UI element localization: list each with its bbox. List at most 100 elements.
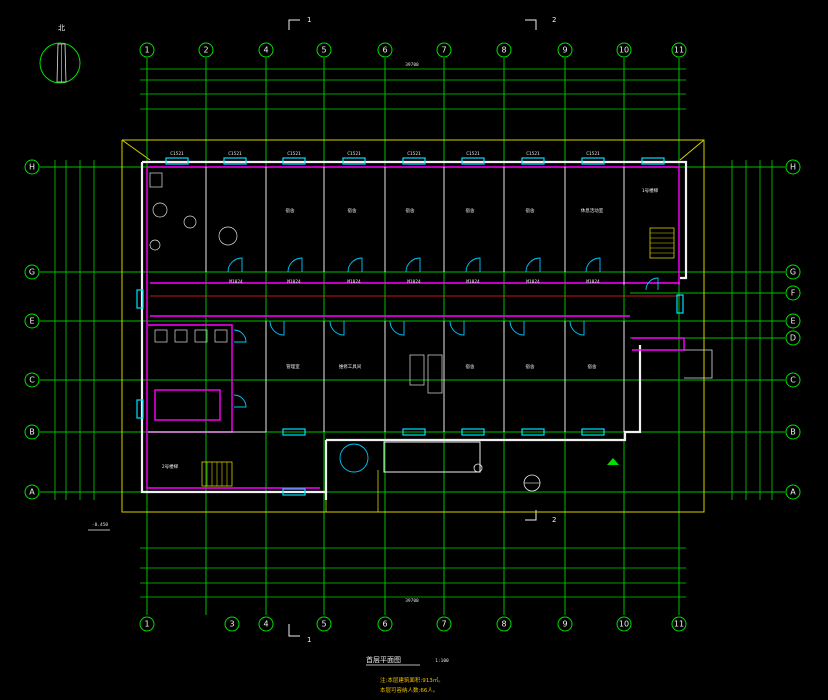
axis-left-H: H (29, 163, 35, 172)
north-doors (227, 257, 659, 291)
door-label: M1024 (287, 279, 301, 285)
door-label: M1024 (347, 279, 361, 285)
axis-left-E: E (29, 317, 34, 326)
axis-top-10: 10 (619, 46, 629, 55)
title-block: 首层平面图 1:100 注:本层建筑面积:913㎡。 本层可容纳人数:66人。 (366, 655, 449, 694)
axis-right-H: H (790, 163, 796, 172)
north-room-labels: 宿舍 宿舍 宿舍 宿舍 宿舍 休息活动室 (286, 207, 604, 214)
window-label: C1521 (170, 151, 184, 157)
axis-right-G: G (790, 268, 796, 277)
door-label: M1024 (466, 279, 480, 285)
room-label: 宿舍 (348, 207, 357, 214)
window-label: C1521 (228, 151, 242, 157)
axis-bottom-9: 9 (562, 620, 567, 629)
axis-left-A: A (29, 488, 35, 497)
axis-right-C: C (790, 376, 796, 385)
room-label: 维修工具间 (339, 363, 362, 370)
stair-2-label: 2号楼梯 (162, 463, 179, 470)
room-label: 宿舍 (406, 207, 415, 214)
stair-2: 2号楼梯 (162, 461, 233, 487)
top-dimensions: 39700 (140, 62, 686, 110)
drawing-scale: 1:100 (435, 658, 449, 664)
section-mark-bottom-1: 1 (307, 636, 311, 644)
stair-1-label: 1号楼梯 (642, 187, 659, 194)
window-label: C1521 (287, 151, 301, 157)
axis-right-D: D (790, 334, 796, 343)
room-label: 宿舍 (286, 207, 295, 214)
note-line-1: 注:本层建筑面积:913㎡。 (380, 676, 444, 684)
axis-top-4: 4 (263, 46, 268, 55)
window-label: C1521 (586, 151, 600, 157)
section-mark-top-1: 1 (307, 16, 311, 24)
axis-right-A: A (790, 488, 796, 497)
bottom-dimensions: 39700 (140, 547, 686, 604)
axis-top-7: 7 (441, 46, 446, 55)
axis-top-5: 5 (321, 46, 326, 55)
bottom-axis-bubbles: 1 3 4 5 6 7 8 9 10 11 (139, 616, 687, 632)
overall-dim-bottom: 39700 (405, 598, 419, 604)
south-windows (136, 289, 684, 496)
elevation-label: -0.450 (92, 522, 109, 528)
south-doors (233, 320, 585, 473)
exterior-walls (140, 160, 688, 500)
top-axis-bubbles: 1 2 4 5 6 7 8 9 10 11 (139, 42, 687, 58)
door-label: M1024 (586, 279, 600, 285)
outline (121, 139, 705, 513)
axis-top-6: 6 (382, 46, 387, 55)
north-windows (165, 157, 665, 165)
door-label: M1024 (407, 279, 421, 285)
north-partitions (205, 167, 625, 285)
grid-horizontal (40, 166, 785, 493)
axis-left-B: B (29, 428, 35, 437)
axis-left-G: G (29, 268, 35, 277)
window-label: C1521 (526, 151, 540, 157)
window-label: C1521 (407, 151, 421, 157)
axis-top-2: 2 (203, 46, 208, 55)
left-axis-bubbles: H G E C B A (24, 159, 40, 500)
south-room-labels: 管理室 维修工具间 宿舍 宿舍 宿舍 (286, 363, 597, 370)
axis-bottom-5: 5 (321, 620, 326, 629)
right-axis-bubbles: H G F E D C B A (785, 159, 801, 500)
window-label: C1521 (466, 151, 480, 157)
stair-1: 1号楼梯 (642, 187, 675, 259)
drawing-title: 首层平面图 (366, 655, 401, 664)
axis-top-9: 9 (562, 46, 567, 55)
axis-bottom-8: 8 (501, 620, 506, 629)
window-labels: C1521 C1521 C1521 C1521 C1521 C1521 C152… (170, 151, 600, 157)
axis-bottom-3: 3 (229, 620, 234, 629)
room-label: 宿舍 (526, 363, 535, 370)
axis-bottom-6: 6 (382, 620, 387, 629)
north-arrow: 北 (39, 24, 81, 84)
axis-top-11: 11 (674, 46, 684, 55)
elevation-mark: -0.450 (88, 522, 110, 531)
window-label: C1521 (347, 151, 361, 157)
north-label: 北 (58, 24, 65, 32)
axis-bottom-4: 4 (263, 620, 268, 629)
room-label: 宿舍 (588, 363, 597, 370)
door-labels: M1024 M1024 M1024 M1024 M1024 M1024 M102… (229, 279, 600, 285)
axis-right-E: E (790, 317, 795, 326)
room-label: 宿舍 (466, 363, 475, 370)
axis-right-F: F (791, 289, 796, 298)
side-dimensions (54, 160, 773, 500)
note-line-2: 本层可容纳人数:66人。 (380, 686, 438, 694)
room-label: 宿舍 (466, 207, 475, 214)
axis-right-B: B (790, 428, 796, 437)
axis-top-8: 8 (501, 46, 506, 55)
room-label: 宿舍 (526, 207, 535, 214)
axis-bottom-10: 10 (619, 620, 629, 629)
entrance-details (325, 349, 713, 513)
axis-bottom-1: 1 (144, 620, 149, 629)
axis-bottom-11: 11 (674, 620, 684, 629)
axis-top-1: 1 (144, 46, 149, 55)
axis-bottom-7: 7 (441, 620, 446, 629)
section-marks: 1 2 1 2 (288, 16, 556, 644)
door-label: M1024 (526, 279, 540, 285)
room-label: 管理室 (286, 363, 300, 370)
toilet-fixtures (149, 172, 443, 394)
axis-left-C: C (29, 376, 35, 385)
door-label: M1024 (229, 279, 243, 285)
section-mark-bottom-2: 2 (552, 516, 556, 524)
section-mark-top-2: 2 (552, 16, 556, 24)
